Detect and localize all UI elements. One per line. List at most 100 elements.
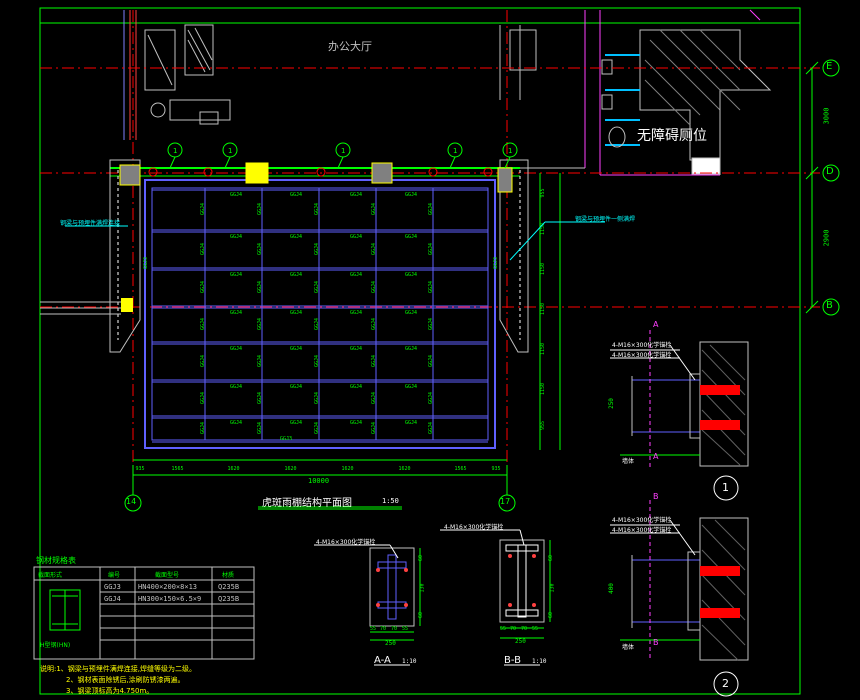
anchor-point	[428, 167, 438, 177]
member-label-horizontal: GGJ4	[230, 384, 243, 390]
section-dim-bottom: 70	[521, 626, 528, 632]
member-label-horizontal: GGJ4	[290, 346, 303, 352]
steel-row-0-material: Q235B	[218, 583, 240, 591]
member-label-horizontal: GGJ4	[290, 384, 303, 390]
member-label-vertical: GGJ4	[200, 202, 207, 216]
detail-2-note-2: 4-M16×300化学锚栓	[612, 527, 672, 534]
anchor-point	[148, 167, 158, 177]
section-aa-note: 4-M16×300化学锚栓	[316, 539, 376, 546]
detail-2-number: 2	[722, 677, 729, 690]
member-label-horizontal: GGJ4	[405, 192, 418, 198]
member-label-horizontal: GGJ4	[350, 346, 363, 352]
right-bay-dim-value: 1150	[540, 343, 546, 355]
member-label-vertical: GGJ4	[257, 421, 264, 435]
member-label-horizontal: GGJ4	[290, 310, 303, 316]
member-label-horizontal: GGJ4	[405, 234, 418, 240]
member-label-vertical: GGJ4	[371, 242, 378, 256]
section-dim-bottom: 55	[402, 626, 409, 632]
canopy-frame	[144, 179, 496, 449]
member-label-vertical: GGJ4	[371, 391, 378, 405]
member-label-horizontal: GGJ4	[290, 272, 303, 278]
plan-scale: 1:50	[382, 497, 399, 505]
member-label-bottom: GGJ3	[280, 436, 293, 442]
detail-1-note-1: 4-M16×300化学锚栓	[612, 342, 672, 349]
axis-bubbles	[124, 59, 840, 512]
callout-number: 1	[508, 147, 512, 155]
member-label-vertical: GGJ4	[314, 242, 321, 256]
steel-row-1-code: GGJ4	[104, 595, 121, 603]
detail-1-number: 1	[722, 481, 729, 494]
member-label-vertical: GGJ4	[428, 317, 435, 331]
member-label-vertical: GGJ4	[200, 421, 207, 435]
member-label-vertical: GGJ4	[371, 317, 378, 331]
detail-2-section-top: B	[653, 492, 659, 501]
embed-plate-gray	[371, 162, 393, 184]
axis-grid-lines	[40, 10, 820, 495]
axis-bubble-B	[822, 298, 840, 316]
note-line-2: 2、钢材表面除锈后,涂刷防锈漆两遍。	[66, 676, 185, 684]
member-label-vertical: GGJ4	[314, 421, 321, 435]
member-label-horizontal: GGJ4	[405, 384, 418, 390]
axis-label-E: E	[826, 61, 833, 72]
member-label-horizontal: GGJ4	[230, 234, 243, 240]
member-label-vertical: GGJ4	[314, 354, 321, 368]
dim-overall: 10000	[308, 477, 330, 485]
member-label-vertical: GGJ4	[428, 391, 435, 405]
member-label-vertical: GGJ4	[314, 317, 321, 331]
member-label-horizontal: GGJ4	[350, 272, 363, 278]
callout-number: 1	[228, 147, 232, 155]
barrier-free-label: 无障碍厕位	[637, 128, 707, 144]
steel-table-header-0: 截面形式	[38, 572, 63, 579]
callout-leader	[224, 156, 231, 169]
detail-1-bubble	[713, 475, 739, 501]
bottom-dim-value: 1565	[172, 466, 184, 472]
note-left-side: 钢梁与预埋件满焊连接	[60, 220, 121, 227]
axis-label-14: 14	[126, 497, 137, 506]
member-label-vertical: GGJ4	[200, 317, 207, 331]
detail-2-bubble	[713, 671, 739, 697]
bottom-dim-value: 1620	[228, 466, 240, 472]
steel-table-title: 钢材规格表	[36, 556, 76, 565]
callout-number: 1	[173, 147, 177, 155]
axis-bubble-D	[822, 164, 840, 182]
detail-1-dim: 250	[607, 398, 615, 409]
section-dim-bottom: 70	[380, 626, 387, 632]
callout-leader	[504, 156, 511, 169]
section-dim-side: 60	[548, 611, 555, 619]
right-bay-dim-value: 1150	[540, 223, 546, 235]
steel-table-header-2: 截面型号	[155, 572, 180, 579]
axis-label-17: 17	[500, 497, 511, 506]
leader-right	[509, 221, 546, 261]
member-label-horizontal: GGJ4	[350, 234, 363, 240]
section-dim-bottom: 70	[391, 626, 398, 632]
right-bay-dim-value: 955	[540, 188, 546, 197]
member-label-horizontal: GGJ4	[230, 346, 243, 352]
bottom-dim-value: 1620	[285, 466, 297, 472]
member-label-horizontal: GGJ4	[405, 310, 418, 316]
detail-1-drawing	[610, 330, 749, 501]
member-label-vertical: GGJ4	[257, 354, 264, 368]
callout-leader	[449, 156, 456, 169]
member-label-horizontal: GGJ4	[290, 234, 303, 240]
anchor-point	[483, 167, 493, 177]
steel-table-header-3: 材质	[222, 572, 235, 579]
member-label-vertical: GGJ4	[371, 354, 378, 368]
member-label-horizontal: GGJ4	[230, 192, 243, 198]
member-label-vertical: GGJ4	[371, 280, 378, 294]
member-label-edge-right: GGJ3	[493, 256, 500, 270]
member-label-vertical: GGJ4	[428, 280, 435, 294]
callout-leader	[337, 156, 344, 169]
detail-1-section-top: A	[653, 320, 659, 329]
member-label-horizontal: GGJ4	[350, 192, 363, 198]
note-right-side: 钢梁与预埋件一侧满焊	[575, 216, 636, 223]
callout-number: 1	[341, 147, 345, 155]
right-dimension	[539, 61, 819, 450]
section-bb-drawing	[440, 529, 551, 666]
member-label-vertical: GGJ4	[200, 391, 207, 405]
member-label-horizontal: GGJ4	[230, 272, 243, 278]
section-bb-title: B-B	[504, 655, 521, 666]
furniture	[144, 24, 231, 125]
steel-profile-caption: H型钢(HN)	[40, 642, 71, 649]
